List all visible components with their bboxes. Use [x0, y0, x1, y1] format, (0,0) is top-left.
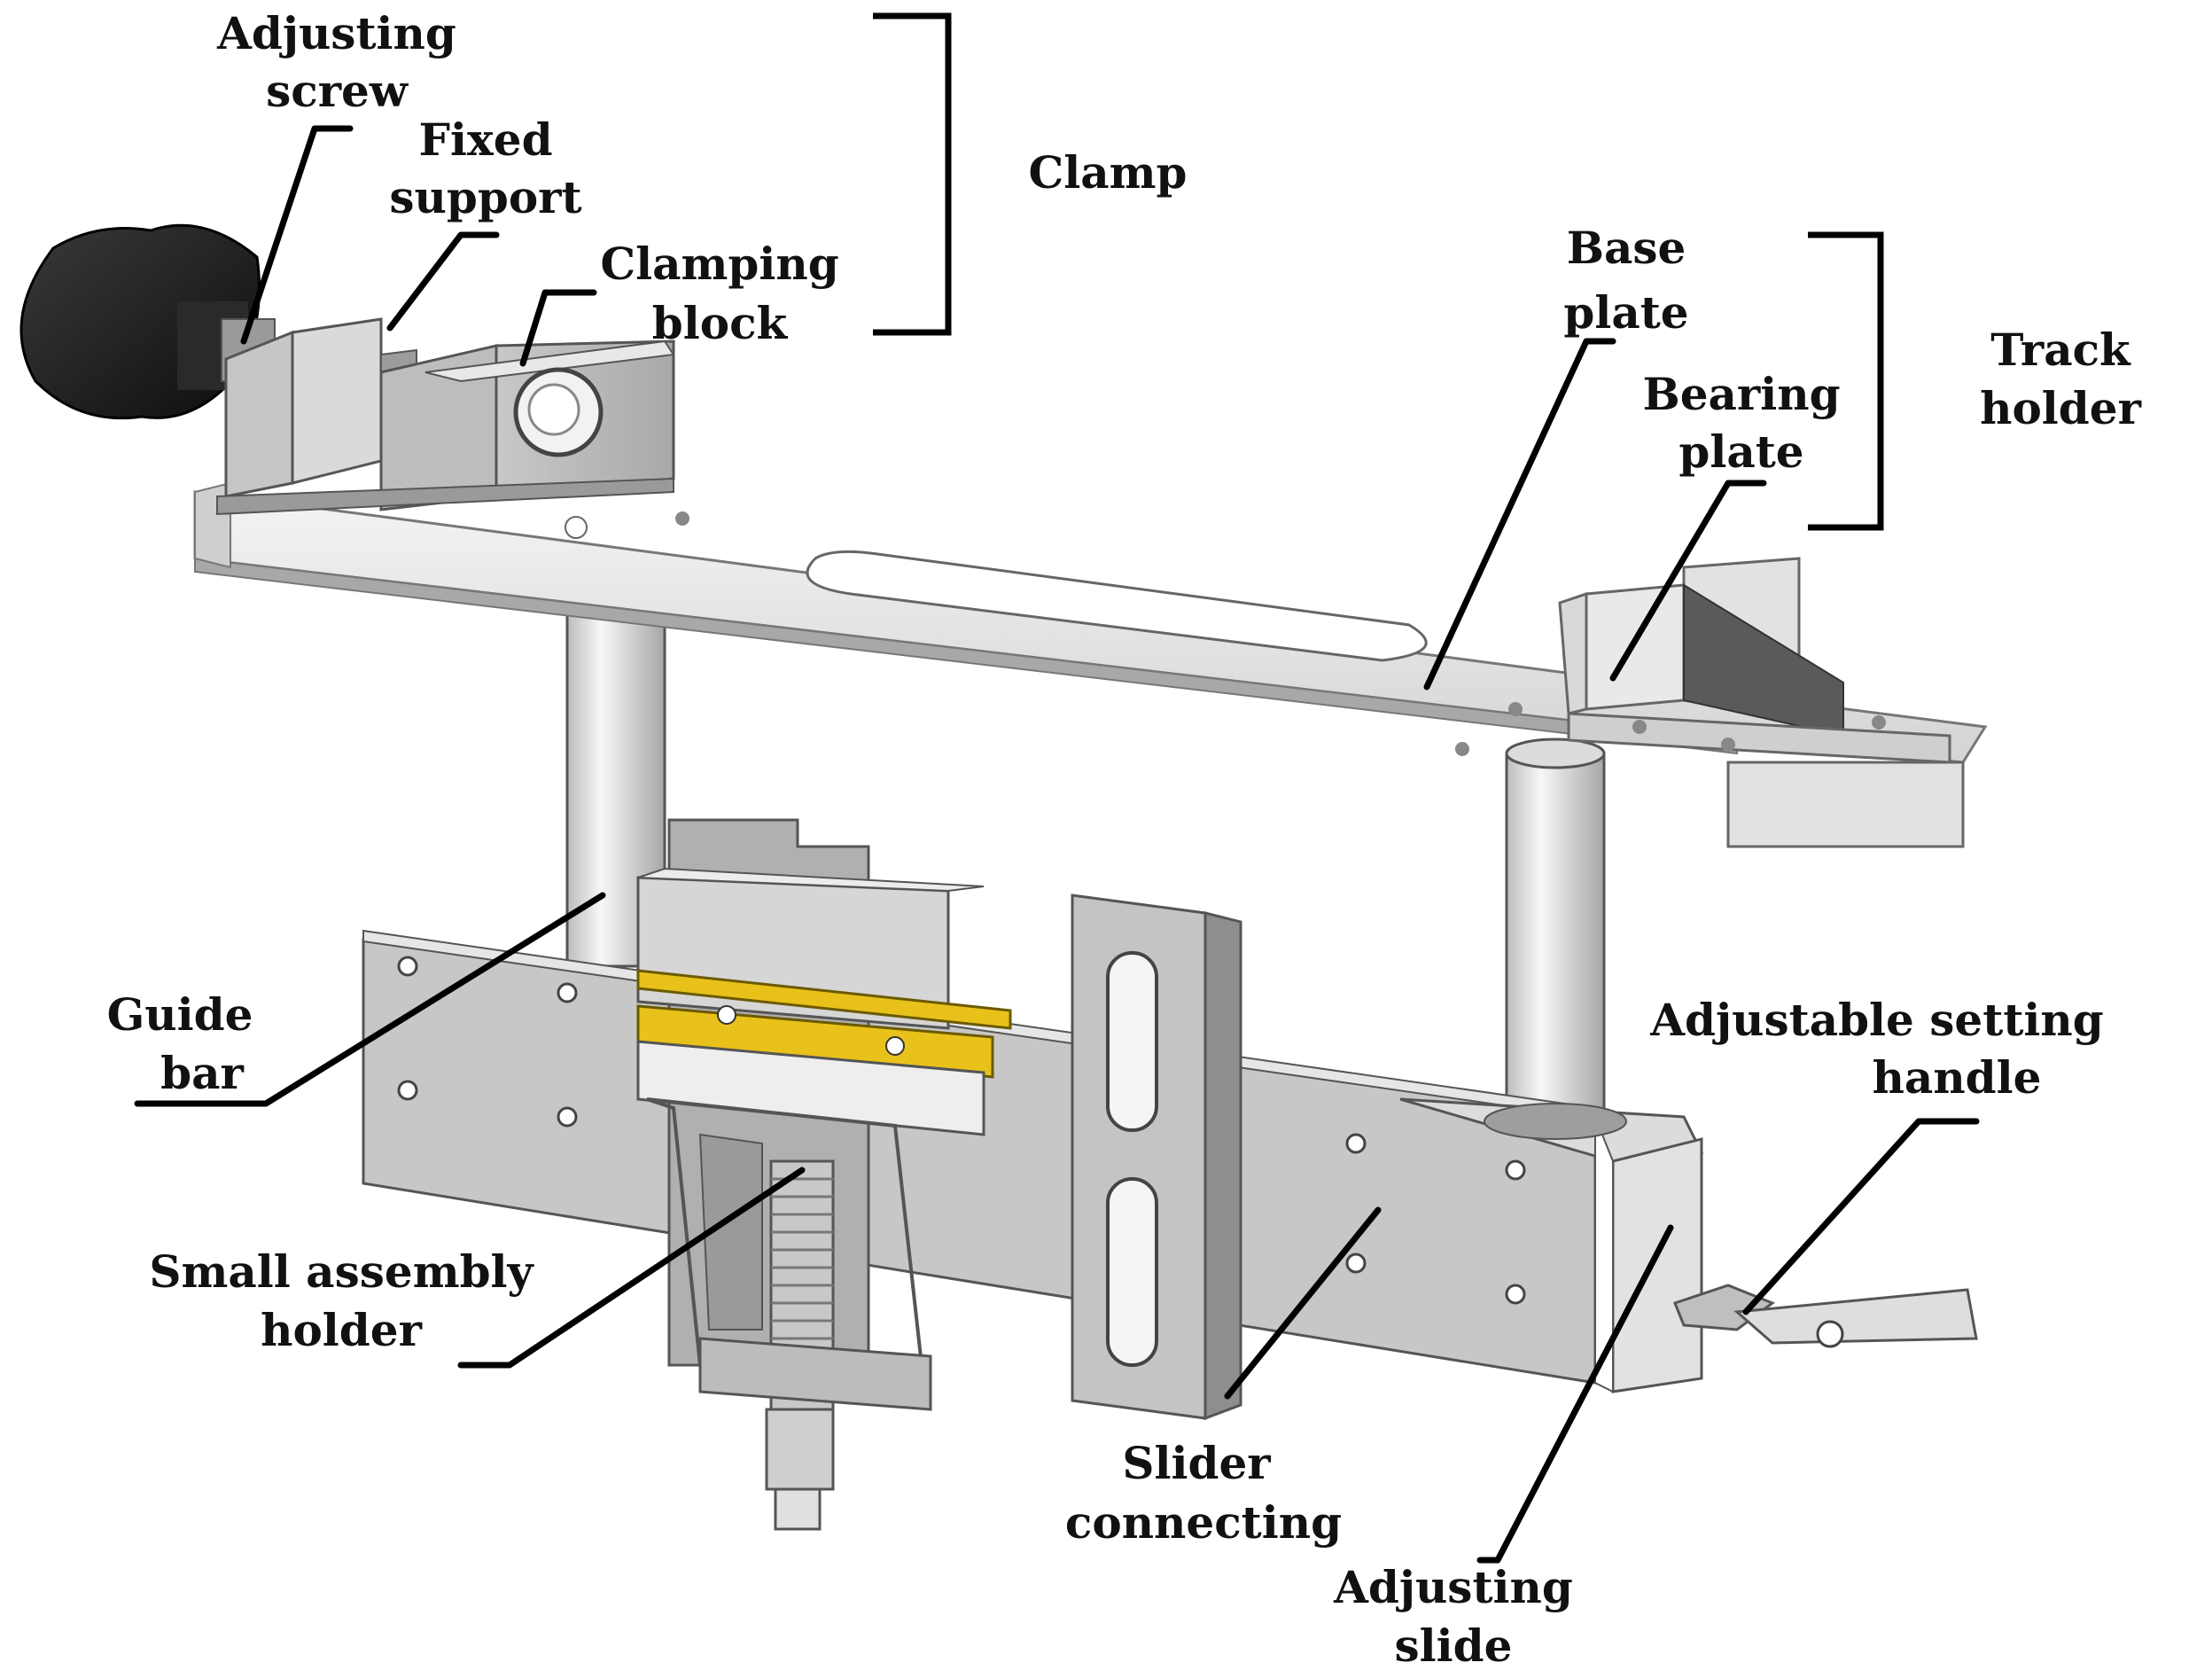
bracket-clamp — [873, 12, 952, 336]
label-fixed-support-1: Fixed — [418, 113, 552, 166]
label-base-plate-1: Base — [1567, 222, 1686, 274]
leader-guide-bar — [134, 892, 606, 1107]
base-plate-part — [193, 481, 1988, 764]
bracket-track-holder — [1808, 231, 1884, 531]
leader-clamping-block — [519, 289, 597, 367]
label-small-assembly-holder-1: Small assembly — [149, 1245, 534, 1298]
adjusting-slide-part — [1399, 1097, 1704, 1393]
leader-adjusting-screw — [240, 125, 354, 345]
label-clamping-block-2: block — [652, 297, 789, 349]
label-adjusting-screw-1: Adjusting — [216, 7, 456, 59]
leader-lines — [134, 12, 1980, 1564]
slot-lower-icon — [1106, 1177, 1158, 1367]
leader-adjustable-setting-handle — [1742, 1118, 1980, 1315]
label-adjustable-setting-handle-1: Adjustable setting — [1649, 994, 2103, 1046]
label-clamping-block-1: Clamping — [600, 238, 838, 290]
leader-adjusting-slide — [1476, 1224, 1674, 1564]
leader-bearing-plate — [1609, 480, 1767, 682]
label-guide-bar-1: Guide — [107, 988, 253, 1041]
label-slider-connecting-1: Slider — [1122, 1437, 1271, 1489]
slot-upper-icon — [1106, 951, 1158, 1132]
label-clamp: Clamp — [1028, 146, 1187, 199]
label-slider-connecting-2: connecting — [1065, 1496, 1342, 1549]
clamp-assembly — [19, 223, 675, 516]
label-guide-bar-2: bar — [160, 1047, 244, 1099]
label-fixed-support-2: support — [389, 171, 581, 223]
label-adjusting-screw-2: screw — [266, 65, 409, 117]
slider-connecting-part — [362, 929, 1597, 1385]
label-small-assembly-holder-2: holder — [261, 1304, 422, 1356]
leader-slider-connecting — [1224, 1206, 1382, 1400]
guide-bar-right — [1505, 738, 1606, 1128]
bearing-plate-part — [1558, 557, 1965, 848]
handle-pivot-icon — [1816, 1320, 1844, 1348]
labels: Adjusting screw Fixed support Clamping b… — [107, 7, 2142, 1672]
label-base-plate-2: plate — [1563, 286, 1688, 339]
leader-base-plate — [1423, 338, 1616, 691]
label-adjusting-slide-1: Adjusting — [1333, 1561, 1573, 1613]
label-bearing-plate-2: plate — [1678, 425, 1803, 478]
setting-handle-part — [1673, 1284, 1978, 1348]
label-bearing-plate-1: Bearing — [1642, 368, 1840, 420]
label-track-holder-1: Track — [1990, 324, 2131, 376]
label-adjusting-slide-2: slide — [1395, 1619, 1513, 1672]
leader-small-assembly-holder — [457, 1167, 806, 1369]
label-track-holder-2: holder — [1980, 382, 2141, 434]
label-adjustable-setting-handle-2: handle — [1873, 1051, 2042, 1104]
leader-fixed-support — [386, 231, 500, 332]
